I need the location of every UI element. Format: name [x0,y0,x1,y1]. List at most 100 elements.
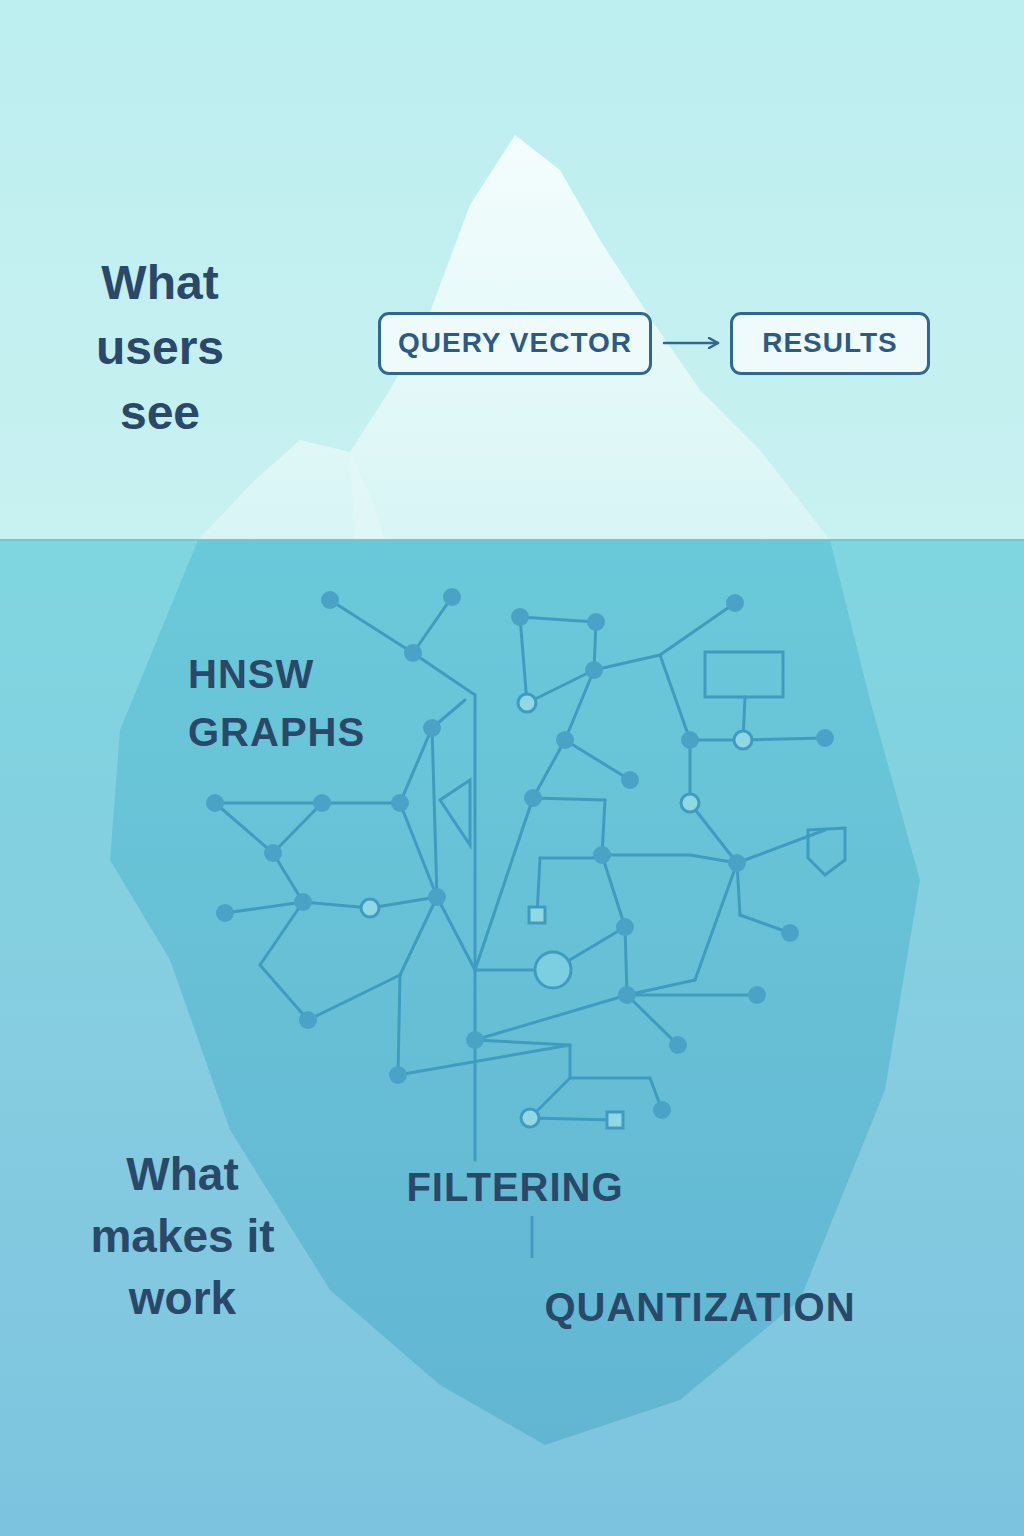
graph-edge [570,1077,650,1080]
graph-edge [398,1045,570,1075]
graph-node [681,731,699,749]
graph-node-square [607,1112,623,1128]
graph-node [556,731,574,749]
graph-node-open [734,731,752,749]
graph-edge [594,655,660,670]
sky-ground [0,0,1024,540]
graph-node [264,844,282,862]
graph-edge [660,603,735,655]
graph-edge [225,902,303,913]
graph-edge [565,670,594,740]
section-heading: What makes it work [90,1143,275,1329]
graph-node [748,986,766,1004]
graph-edge [627,994,757,997]
graph-node [389,1066,407,1084]
graph-edge [322,802,400,805]
graph-shape [808,828,845,875]
section-heading: What users see [70,250,250,445]
graph-edge [215,803,273,853]
graph-node [443,588,461,606]
graph-node-open [681,794,699,812]
graph-edge [413,653,475,695]
graph-edge [273,803,322,853]
graph-edge [695,863,737,980]
graph-edge [602,854,690,857]
graph-node-open [518,694,536,712]
graph-node [428,888,446,906]
graph-node [206,794,224,812]
graph-edge [627,995,678,1045]
waterline [0,539,1024,541]
graph-node [511,608,529,626]
graph-node [321,591,339,609]
graph-node [728,854,746,872]
graph-node [781,924,799,942]
graph-node [816,729,834,747]
graph-edge [475,995,627,1040]
graph-node [466,1031,484,1049]
graph-edge [475,1040,570,1045]
graph-node [423,719,441,737]
graph-edge [530,1118,615,1120]
graph-edge [413,597,452,653]
graph-node [653,1101,671,1119]
graph-edge [400,803,437,897]
graph-edge [398,975,400,1075]
graph-edge [437,897,475,970]
process-box: QUERY VECTOR [378,312,652,375]
graph-edge [260,965,308,1020]
graph-edge [602,855,625,927]
component-label: QUANTIZATION [505,1282,895,1332]
box-label: RESULTS [762,327,898,359]
graph-node [669,1036,687,1054]
graph-edge [215,802,322,805]
graph-edge [474,695,477,1160]
graph-node [618,986,636,1004]
component-label: FILTERING [380,1162,650,1212]
graph-edge [520,617,527,703]
graph-node [593,846,611,864]
graph-shape [440,780,470,845]
graph-node-large [535,952,571,988]
graph-edge [737,830,825,863]
graph-edge [565,740,630,780]
graph-node [587,613,605,631]
graph-node [299,1011,317,1029]
graph-edge [533,740,565,798]
graph-edge [308,975,400,1020]
graph-node [585,661,603,679]
graph-node [313,794,331,812]
graph-edge [400,897,437,975]
graph-node [216,904,234,922]
graph-edge [330,600,413,653]
graph-node [391,794,409,812]
graph-node-open [521,1109,539,1127]
flow-arrow [664,342,718,345]
graph-edge [432,728,437,897]
graph-edge [475,798,533,970]
graph-node [404,644,422,662]
component-label: HNSW GRAPHS [188,645,398,761]
graph-edge [260,902,303,965]
graph-node [616,918,634,936]
graph-edge [520,617,596,622]
graph-stem [531,1216,534,1258]
iceberg-facet [350,452,385,540]
graph-edge [533,798,605,800]
graph-node [294,893,312,911]
graph-node-open [361,899,379,917]
graph-node [524,789,542,807]
graph-edge [627,980,695,995]
process-box: RESULTS [730,312,930,375]
graph-edge [743,738,825,740]
graph-node [621,771,639,789]
graph-edge [660,655,690,740]
box-label: QUERY VECTOR [398,327,632,359]
graph-edge [690,803,737,863]
water-ground [0,540,1024,1536]
graph-edge [625,927,627,995]
graph-edge [400,728,432,803]
graph-node-square [529,907,545,923]
graph-edge [569,1045,572,1078]
